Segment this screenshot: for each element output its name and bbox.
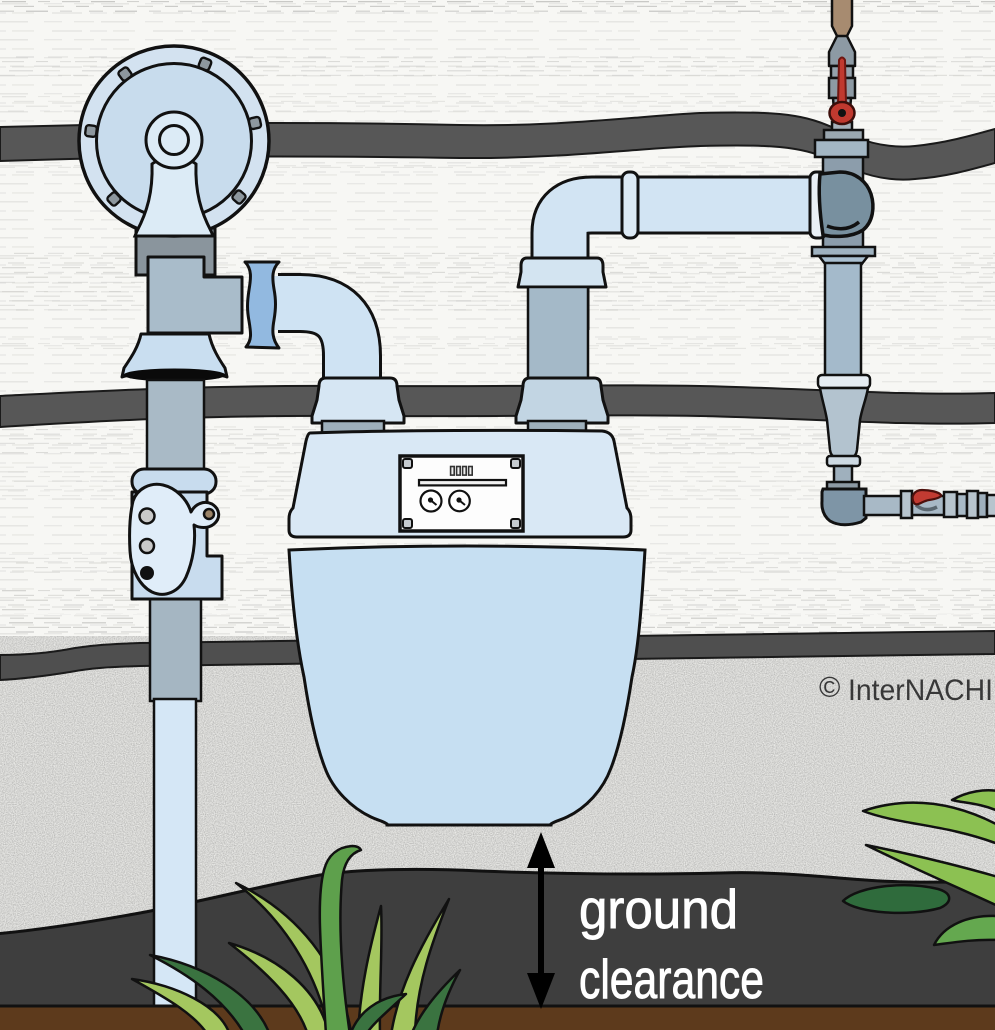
- svg-text:InterNACHI: InterNACHI: [848, 674, 993, 707]
- svg-text:ground: ground: [579, 878, 738, 940]
- svg-text:clearance: clearance: [579, 948, 764, 1010]
- svg-text:©: ©: [819, 672, 840, 704]
